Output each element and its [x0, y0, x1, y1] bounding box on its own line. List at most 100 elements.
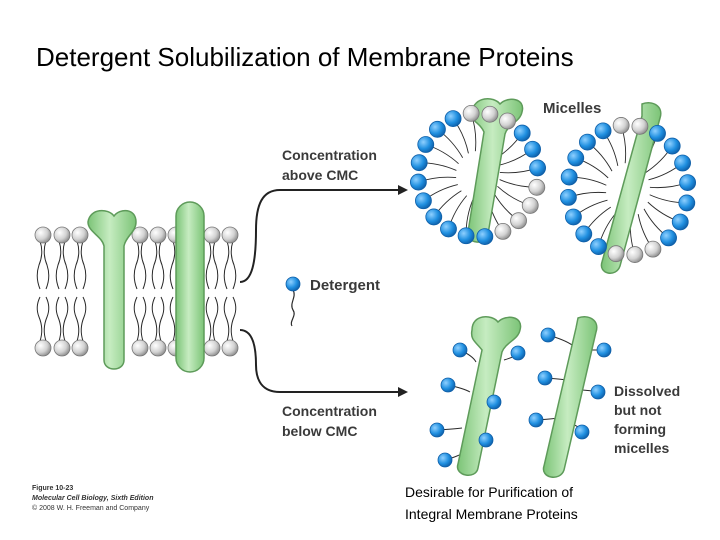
detergent-head [513, 124, 531, 142]
above-cmc-label-line1: Concentration [282, 147, 377, 163]
lipid-tail [169, 296, 176, 342]
lipid-head [481, 105, 499, 123]
detergent-label: Detergent [310, 277, 380, 294]
detergent-head [429, 120, 446, 138]
lipid-tail [223, 296, 230, 342]
lipid-head [644, 240, 662, 258]
lipid-tail [140, 240, 147, 290]
lipid-tail [169, 240, 176, 290]
detergent-head [649, 125, 666, 142]
lipid-tail [158, 240, 165, 290]
lipid-tail [151, 296, 158, 342]
detergent-head [590, 238, 607, 255]
lipid-tail [140, 296, 147, 342]
detergent-head [415, 192, 432, 210]
lipid-tail [80, 296, 87, 342]
lipid-head [71, 226, 89, 244]
lipid-tail [36, 296, 43, 342]
detergent-head [559, 189, 577, 206]
lipid-tail [43, 240, 50, 290]
lipid-tail [36, 240, 43, 290]
detergent-head [596, 342, 612, 358]
detergent-head [409, 173, 427, 191]
protein [456, 316, 522, 476]
dissolved-label-line2: but not [614, 402, 662, 418]
detergent-head [674, 154, 691, 172]
detergent-head [440, 220, 457, 238]
lipid-head [510, 212, 527, 230]
detergent-head [529, 159, 547, 177]
figure-number: Figure 10-23 [32, 485, 74, 492]
lipid-head [34, 226, 52, 244]
lipid-tail [43, 296, 50, 342]
lipid-tail [133, 296, 140, 342]
lipid-tail [62, 296, 69, 342]
lipid-head [612, 117, 630, 134]
arrow-above-cmc [239, 189, 398, 283]
lipid-tail [205, 240, 212, 290]
lipid-head [53, 339, 71, 357]
membrane-protein-rod [175, 201, 205, 373]
lipid-tail [223, 240, 230, 290]
detergent-head-icon [285, 276, 301, 292]
lipid-head [131, 339, 149, 357]
lipid-tail [212, 240, 219, 290]
detergent-head [537, 370, 553, 386]
detergent-head [528, 412, 544, 428]
dissolved-label-line4: micelles [614, 440, 669, 456]
lipid-head [203, 226, 221, 244]
figure-caption: Figure 10-23 Molecular Cell Biology, Six… [32, 484, 153, 514]
above-cmc-label-line2: above CMC [282, 167, 358, 183]
detergent-head [444, 110, 462, 128]
micelles-label: Micelles [543, 100, 601, 117]
dissolved-y-protein [429, 316, 526, 476]
lipid-head [149, 226, 167, 244]
detergent-head [425, 208, 443, 226]
arrow-below-cmc [239, 329, 398, 393]
detergent-head [452, 342, 468, 358]
membrane-protein-y-shaped [87, 209, 137, 370]
detergent-head [671, 213, 689, 231]
detergent-head [429, 422, 445, 438]
lipid-tail [212, 296, 219, 342]
below-cmc-label-line1: Concentration [282, 403, 377, 419]
lipid-head [626, 246, 644, 263]
lipid-head [34, 339, 52, 357]
detergent-head [660, 229, 677, 247]
arrow-above-cmc-head [398, 185, 408, 195]
micelle-with-y-protein [409, 98, 547, 245]
detergent-head [510, 345, 526, 361]
protein [600, 102, 662, 274]
lipid-head [221, 226, 239, 244]
detergent-head [417, 136, 435, 153]
lipid-tail [205, 296, 212, 342]
lipid-tail [55, 296, 62, 342]
detergent-head [575, 225, 593, 243]
lipid-bilayer [34, 226, 239, 357]
lipid-head [131, 226, 149, 244]
lipid-tail [151, 240, 158, 290]
lipid-head [607, 245, 625, 263]
detergent-head [678, 194, 696, 212]
below-cmc-label-line2: below CMC [282, 423, 357, 439]
detergent-head [440, 377, 456, 393]
note-line-1: Desirable for Purification of [405, 484, 574, 500]
protein [542, 316, 598, 478]
detergent-head [574, 424, 590, 440]
lipid-tail [133, 240, 140, 290]
purification-note: Desirable for Purification of Integral M… [405, 481, 578, 525]
book-title: Molecular Cell Biology, Sixth Edition [32, 495, 154, 502]
detergent-head [410, 154, 428, 172]
detergent-head [663, 137, 681, 155]
detergent-head [679, 174, 697, 191]
lipid-head [521, 197, 539, 214]
detergent-head [457, 227, 475, 245]
lipid-head [203, 339, 221, 357]
lipid-tail [230, 240, 237, 290]
copyright-line: © 2008 W. H. Freeman and Company [32, 505, 150, 512]
detergent-head [579, 133, 596, 151]
lipid-head [528, 178, 546, 196]
detergent-tail [290, 289, 295, 327]
lipid-tail [73, 240, 80, 290]
